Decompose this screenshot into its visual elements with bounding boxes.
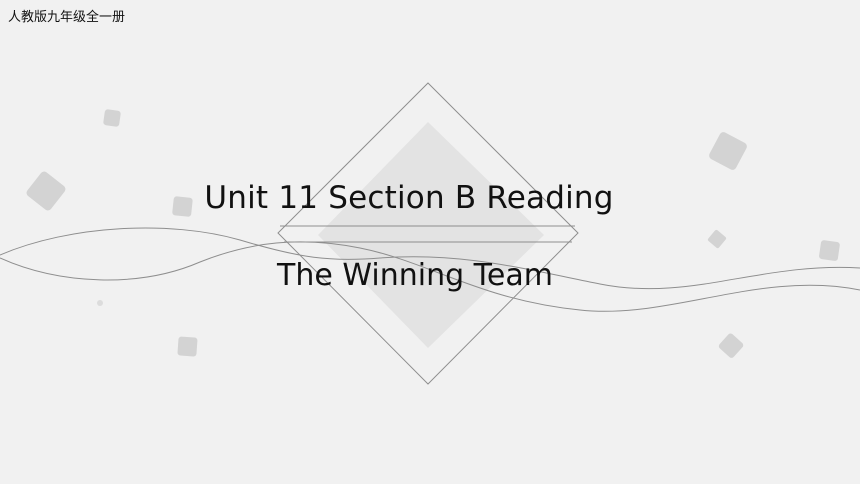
deco-square-6 bbox=[707, 229, 727, 249]
outer-diamond-outline bbox=[277, 82, 579, 385]
deco-square-1 bbox=[103, 109, 121, 127]
wave-line-2 bbox=[0, 241, 860, 312]
slide-subtitle: The Winning Team bbox=[277, 258, 553, 293]
deco-square-5 bbox=[709, 132, 747, 170]
inner-diamond-shape bbox=[318, 122, 544, 348]
deco-square-8 bbox=[718, 333, 744, 358]
deco-square-4 bbox=[177, 336, 198, 357]
deco-square-3 bbox=[172, 196, 193, 217]
deco-dot bbox=[97, 300, 103, 306]
textbook-label: 人教版九年级全一册 bbox=[8, 10, 126, 25]
slide-title: Unit 11 Section B Reading bbox=[204, 180, 614, 216]
deco-square-7 bbox=[819, 240, 840, 261]
deco-square-2 bbox=[26, 171, 66, 211]
